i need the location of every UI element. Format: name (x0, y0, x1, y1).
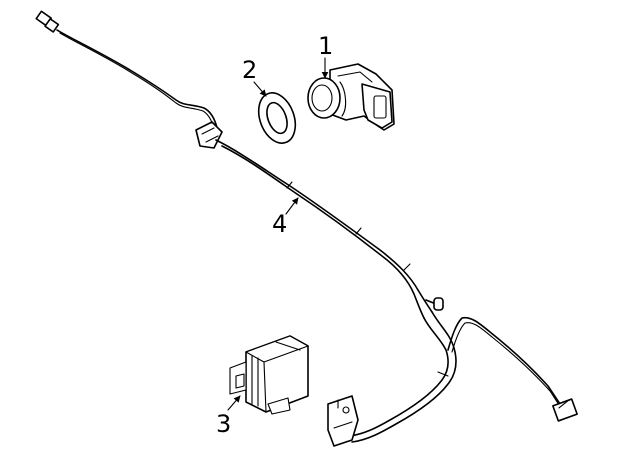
callout-4: 4 (272, 210, 287, 238)
leader-4 (285, 197, 299, 215)
control-module (229, 335, 309, 415)
leader-2 (253, 81, 267, 97)
seal-ring (257, 92, 297, 144)
callout-3: 3 (216, 410, 231, 438)
harness-clip (195, 121, 223, 149)
harness-stub-connector (425, 297, 444, 311)
callout-leaders (227, 57, 329, 411)
leader-3 (227, 395, 241, 411)
harness-connector-top-left (35, 10, 60, 33)
wiring-harness (35, 10, 578, 447)
harness-connector-lower-right (552, 398, 578, 422)
callout-2: 2 (242, 56, 257, 84)
callout-1: 1 (318, 32, 333, 60)
parking-sensor (307, 63, 395, 131)
harness-connector-bottom (327, 395, 359, 447)
